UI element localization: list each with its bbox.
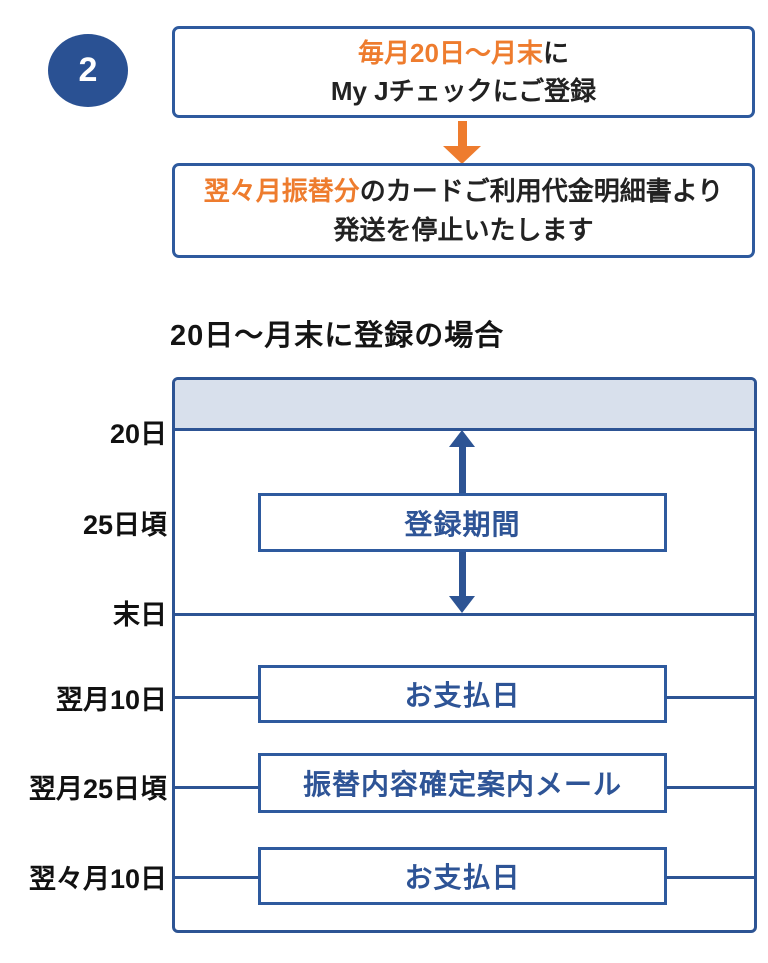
payment-day-label-2: お支払日 xyxy=(404,862,521,893)
date-label-next-month-10: 翌月10日 xyxy=(55,684,167,715)
down-arrow-head-icon xyxy=(443,146,481,164)
payment-day-box-2: お支払日 xyxy=(258,847,667,905)
timeline-title: 20日〜月末に登録の場合 xyxy=(170,320,505,352)
step-number: 2 xyxy=(78,51,98,89)
registration-period-box: 登録期間 xyxy=(258,493,667,552)
flow-box-stop-highlight: 翌々月振替分 xyxy=(203,176,360,207)
confirmation-mail-label: 振替内容確定案内メール xyxy=(302,769,622,800)
step-number-badge: 2 xyxy=(48,34,128,107)
timeline-header-band xyxy=(175,380,754,431)
arrow-shaft-bottom xyxy=(459,552,466,598)
flow-box-register: 毎月20日〜月末に My Jチェックにご登録 xyxy=(172,26,755,118)
timeline-line-next-month-10-right xyxy=(667,696,754,699)
timeline-line-next-month-25-left xyxy=(175,786,259,789)
timeline-line-month-after-next-10-right xyxy=(667,876,754,879)
arrow-shaft-top xyxy=(459,446,466,493)
down-arrow-icon xyxy=(458,121,467,148)
flow-box-register-period: 毎月20日〜月末 xyxy=(358,37,543,68)
flow-box-stop-mailing: 翌々月振替分のカードご利用代金明細書より 発送を停止いたします xyxy=(172,163,755,258)
date-label-20: 20日 xyxy=(109,418,167,449)
flow-box-stop-line1: 翌々月振替分のカードご利用代金明細書より xyxy=(204,172,724,210)
timeline-chart: 登録期間 お支払日 振替内容確定案内メール お支払日 xyxy=(172,377,757,933)
confirmation-mail-box: 振替内容確定案内メール xyxy=(258,753,667,813)
timeline-line-next-month-10-left xyxy=(175,696,259,699)
flow-box-register-particle: に xyxy=(542,37,569,68)
date-label-month-after-next-10: 翌々月10日 xyxy=(28,863,167,894)
date-label-matsujitsu: 末日 xyxy=(113,599,167,630)
timeline-line-matsujitsu xyxy=(175,613,754,616)
timeline-line-month-after-next-10-left xyxy=(175,876,259,879)
date-label-25-goro: 25日頃 xyxy=(82,509,167,540)
registration-period-label: 登録期間 xyxy=(404,508,521,540)
flow-box-stop-rest: のカードご利用代金明細書より xyxy=(359,176,724,207)
date-label-next-month-25-goro: 翌月25日頃 xyxy=(28,773,167,804)
payment-day-label-1: お支払日 xyxy=(404,680,521,711)
arrow-down-icon xyxy=(449,596,475,613)
timeline-line-next-month-25-right xyxy=(667,786,754,789)
payment-day-box-1: お支払日 xyxy=(258,665,667,723)
flow-box-register-line2: My Jチェックにご登録 xyxy=(330,76,597,106)
flow-box-stop-line2: 発送を停止いたします xyxy=(333,214,594,245)
flow-box-register-line1: 毎月20日〜月末に xyxy=(358,34,569,72)
arrow-up-icon xyxy=(449,430,475,447)
